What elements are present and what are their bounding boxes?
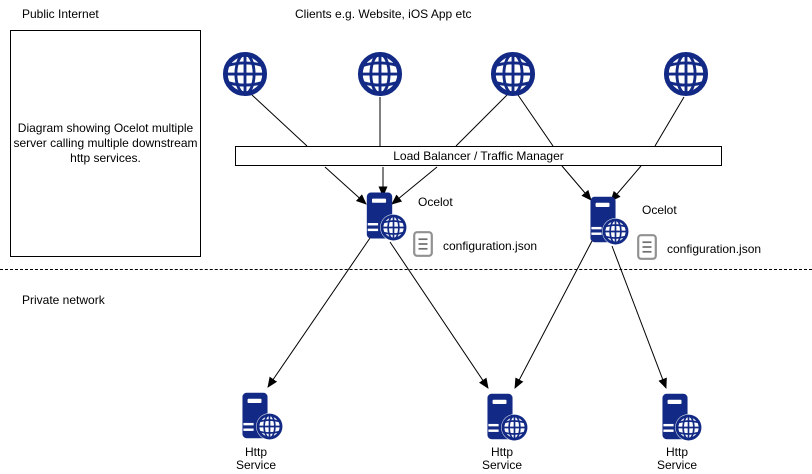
- edge-load-balancer-to-ocelot-2: [561, 165, 592, 201]
- load-balancer-label: Load Balancer / Traffic Manager: [393, 149, 564, 163]
- config-file-label: configuration.json: [443, 239, 538, 253]
- http-service-label: Http Service: [656, 445, 697, 472]
- edge-client-3-to-load-balancer: [455, 94, 508, 147]
- ocelot-label: Ocelot: [418, 195, 453, 209]
- server-globe-icon: [256, 413, 283, 440]
- document-icon: [637, 234, 657, 260]
- server-globe-icon: [501, 414, 528, 441]
- note-box: Diagram showing Ocelot multiple server c…: [10, 30, 201, 257]
- client-globe-icon: [490, 51, 536, 97]
- network-boundary-divider: [0, 269, 812, 270]
- public-internet-label: Public Internet: [22, 7, 99, 21]
- edge-ocelot-2-to-http-service-2: [514, 240, 593, 389]
- client-globe-icon: [357, 51, 403, 97]
- server-globe-icon: [602, 218, 629, 245]
- server-globe-icon: [675, 414, 702, 441]
- edge-client-4-to-load-balancer: [654, 96, 685, 147]
- edge-ocelot-1-to-http-service-1: [267, 237, 371, 388]
- note-text: Diagram showing Ocelot multiple server c…: [13, 121, 198, 165]
- edge-ocelot-2-to-http-service-3: [611, 245, 667, 389]
- load-balancer-box: Load Balancer / Traffic Manager: [235, 146, 722, 166]
- edge-client-3-to-load-balancer: [517, 94, 554, 147]
- edge-load-balancer-to-ocelot-1: [324, 166, 367, 205]
- config-file-label: configuration.json: [667, 242, 762, 256]
- http-service-label: Http Service: [481, 445, 522, 472]
- ocelot-label: Ocelot: [642, 203, 677, 217]
- clients-header-label: Clients e.g. Website, iOS App etc: [295, 7, 472, 21]
- edge-client-1-to-load-balancer: [251, 94, 308, 147]
- client-globe-icon: [222, 51, 268, 97]
- server-globe-icon: [380, 214, 407, 241]
- edge-ocelot-1-to-http-service-2: [389, 241, 489, 389]
- document-icon: [413, 231, 433, 257]
- http-service-label: Http Service: [235, 445, 276, 472]
- private-network-label: Private network: [22, 293, 105, 307]
- client-globe-icon: [663, 51, 709, 97]
